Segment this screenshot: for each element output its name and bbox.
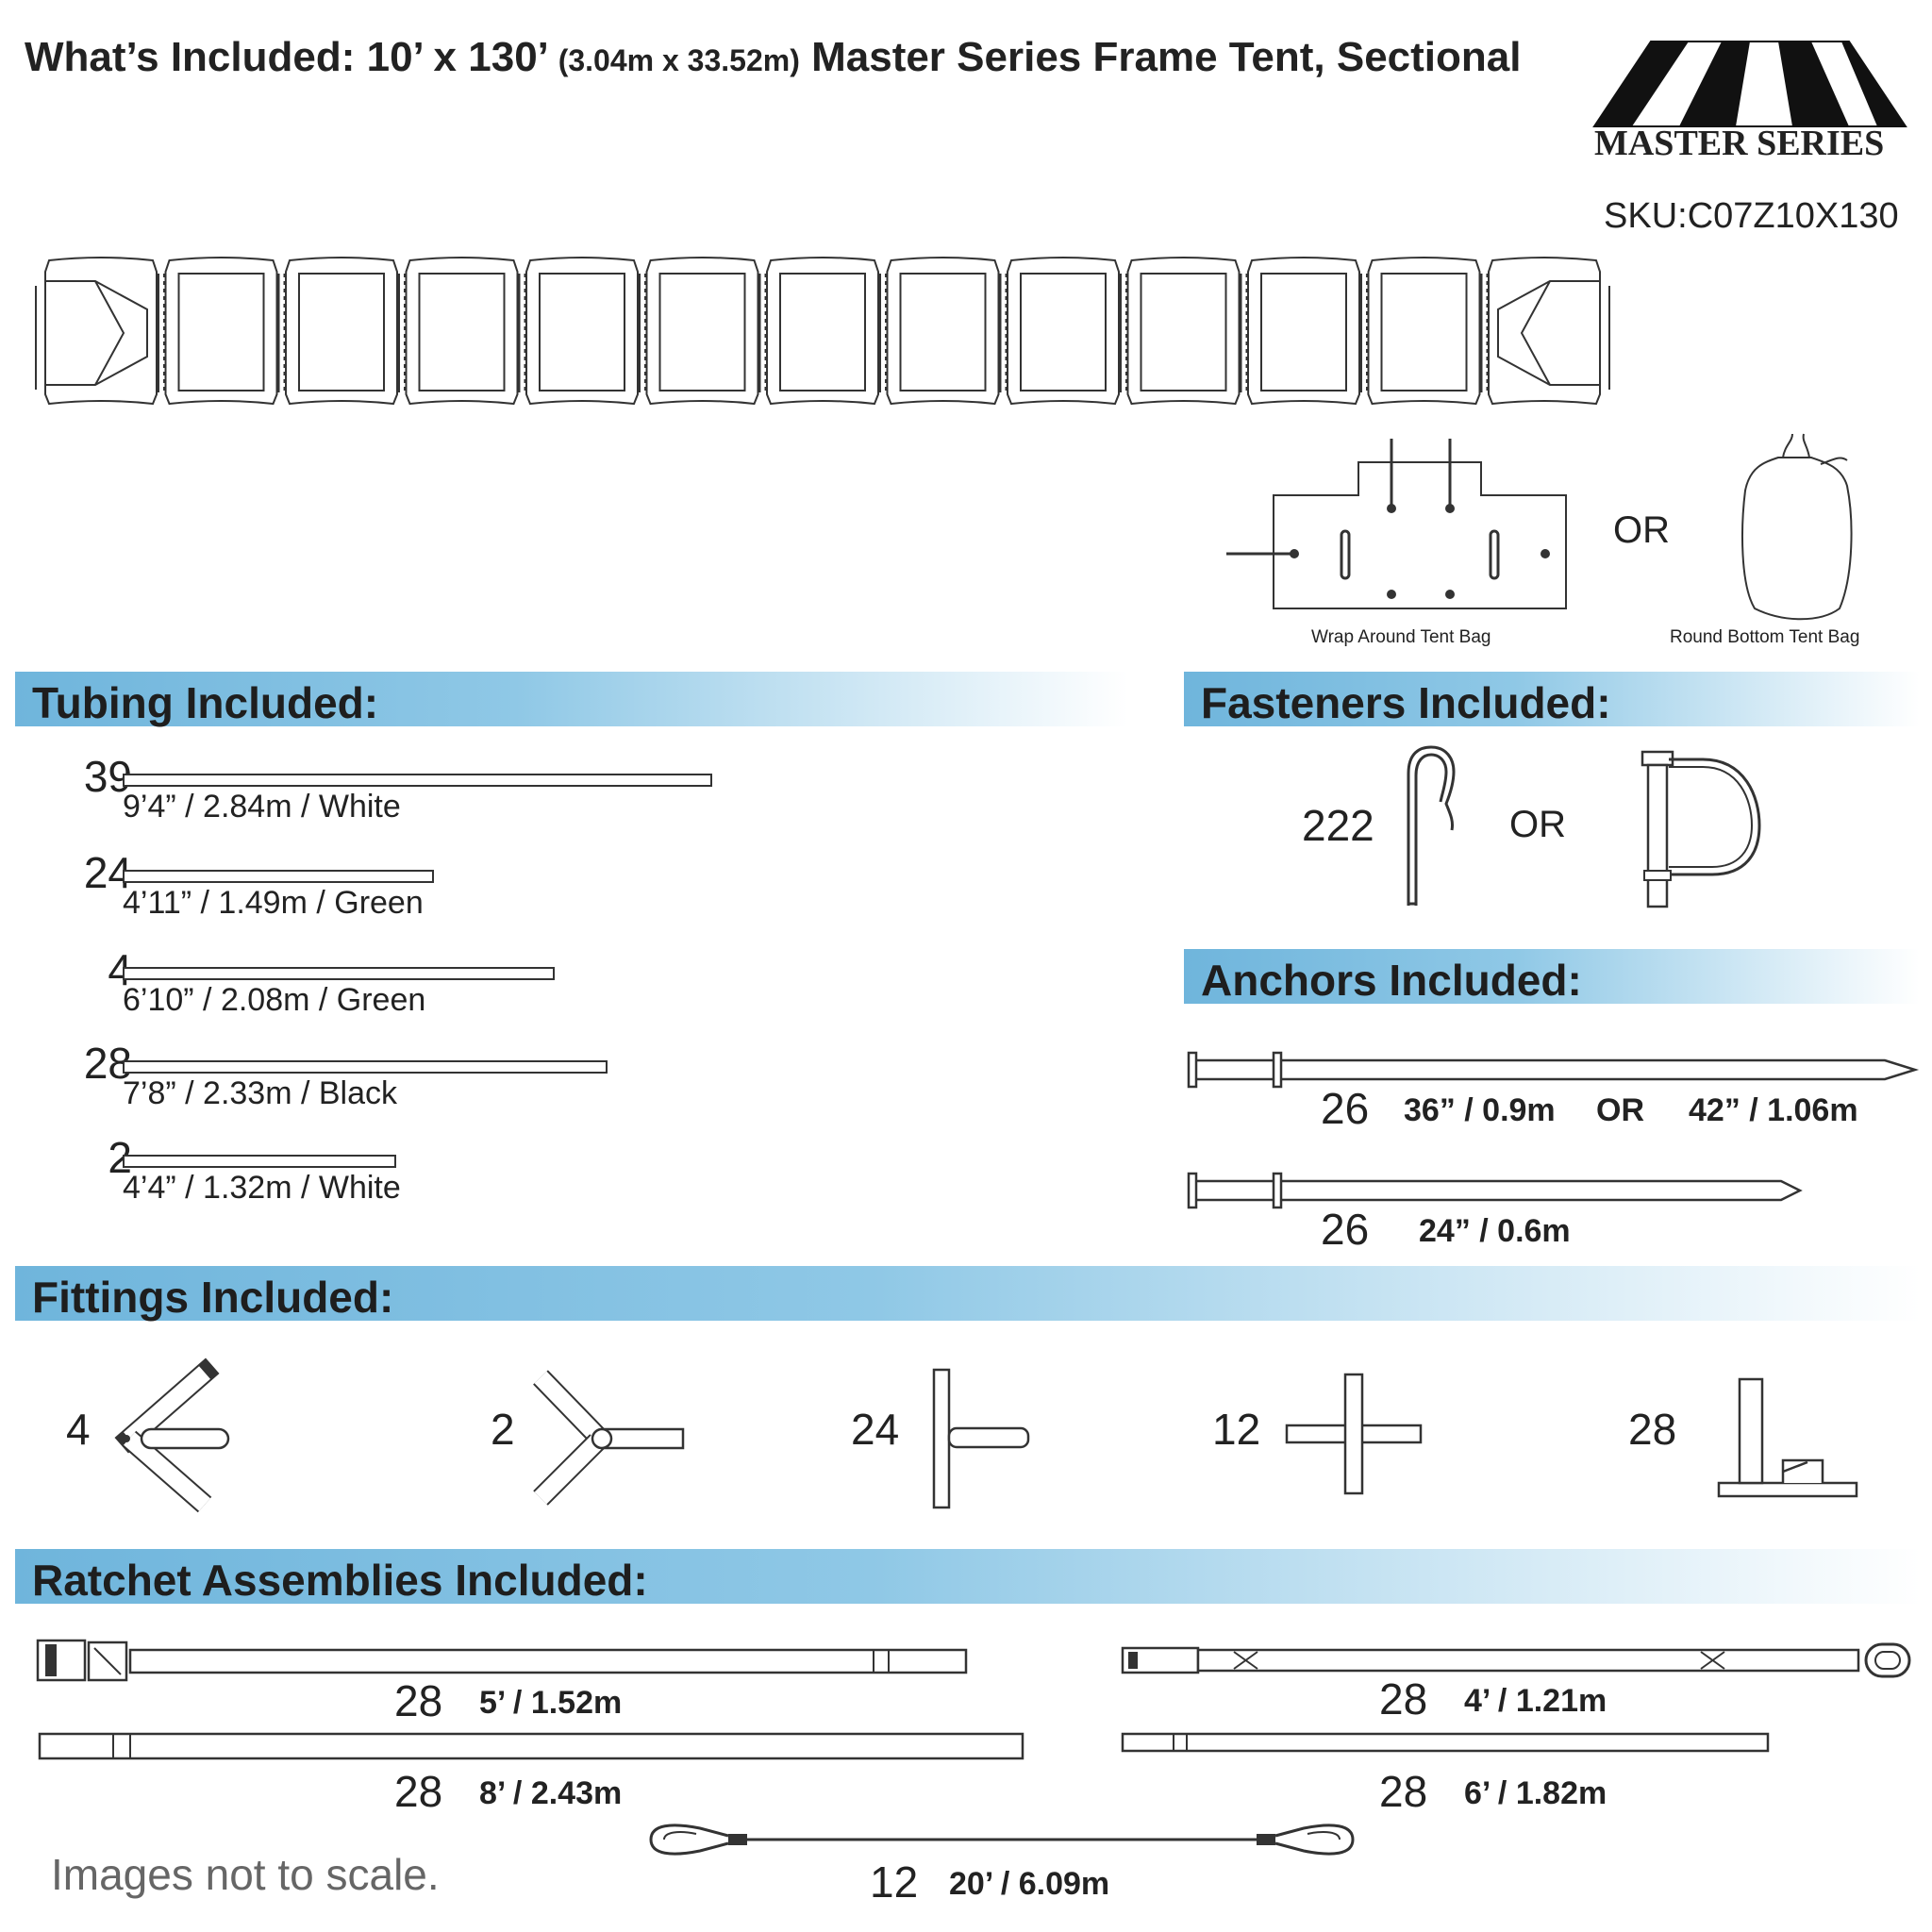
anchor-stake-long-icon — [1187, 1051, 1920, 1089]
fitting-qty-cross: 12 — [1212, 1405, 1261, 1454]
tent-sections-diagram — [35, 257, 1610, 406]
ratchet-strap-6ft-icon — [1121, 1732, 1770, 1753]
tubing-pole-icon — [123, 967, 555, 980]
tubing-heading: Tubing Included: — [32, 678, 379, 727]
fittings-heading: Fittings Included: — [32, 1273, 394, 1322]
title-metric: (3.04m x 33.52m) — [558, 43, 800, 77]
fitting-qty-base: 28 — [1628, 1405, 1677, 1454]
corner-fitting-icon — [114, 1357, 230, 1513]
anchor-long-size-a: 36” / 0.9m — [1404, 1092, 1556, 1128]
logo-text: MASTER SERIES — [1594, 124, 1885, 163]
anchor-long-or-label: OR — [1596, 1092, 1644, 1128]
anchors-heading-band: Anchors Included: — [1184, 949, 1920, 1005]
ratchet-8ft-qty: 28 — [394, 1767, 443, 1816]
tubing-qty: 39 — [83, 752, 132, 801]
tubing-pole-icon — [123, 774, 712, 787]
ratchet-strap-4ft-icon — [1121, 1642, 1911, 1678]
anchor-long-size-b: 42” / 1.06m — [1689, 1092, 1858, 1128]
anchor-short-qty: 26 — [1321, 1205, 1370, 1254]
ratchet-8ft-size: 8’ / 2.43m — [479, 1775, 623, 1811]
tubing-pole-icon — [123, 870, 434, 883]
tubing-label: 7’8” / 2.33m / Black — [123, 1075, 398, 1111]
ratchet-6ft-qty: 28 — [1379, 1767, 1428, 1816]
tubing-label: 6’10” / 2.08m / Green — [123, 982, 426, 1018]
ratchet-strap-8ft-icon — [38, 1732, 1024, 1760]
tubing-heading-band: Tubing Included: — [15, 672, 1128, 727]
tubing-pole-icon — [123, 1155, 396, 1168]
tubing-label: 9’4” / 2.84m / White — [123, 789, 401, 824]
not-to-scale-note: Images not to scale. — [51, 1850, 440, 1899]
ratchet-strap-5ft-icon — [36, 1639, 968, 1682]
fasteners-heading-band: Fasteners Included: — [1184, 672, 1920, 727]
fitting-qty-tee: 24 — [851, 1405, 900, 1454]
sku-label: SKU:C07Z10X130 — [1604, 196, 1899, 236]
ratchet-4ft-size: 4’ / 1.21m — [1464, 1683, 1607, 1719]
tubing-qty: 28 — [83, 1039, 132, 1088]
tubing-qty: 4 — [108, 945, 132, 994]
fittings-heading-band: Fittings Included: — [15, 1266, 1921, 1322]
tee-fitting-icon — [932, 1368, 1030, 1509]
tubing-label: 4’4” / 1.32m / White — [123, 1170, 401, 1206]
cable-assembly-20ft-icon — [649, 1824, 1355, 1856]
tubing-qty: 2 — [108, 1133, 132, 1182]
end-fitting-icon — [533, 1370, 685, 1506]
fastener-qty: 222 — [1302, 801, 1374, 850]
title-main: What’s Included: 10’ x 130’ — [25, 34, 547, 80]
fasteners-heading: Fasteners Included: — [1201, 678, 1611, 727]
base-plate-icon — [1717, 1377, 1858, 1498]
ratchet-5ft-size: 5’ / 1.52m — [479, 1685, 623, 1721]
tubing-qty: 24 — [83, 848, 132, 897]
anchor-short-size: 24” / 0.6m — [1419, 1213, 1571, 1249]
wrap-bag-caption: Wrap Around Tent Bag — [1311, 627, 1491, 647]
wrap-around-bag-icon — [1226, 439, 1567, 609]
title-rest: Master Series Frame Tent, Sectional — [811, 34, 1522, 80]
lynch-pin-icon — [1641, 750, 1761, 908]
ratchet-6ft-size: 6’ / 1.82m — [1464, 1775, 1607, 1811]
page-title: What’s Included: 10’ x 130’ (3.04m x 33.… — [25, 34, 1521, 81]
ratchet-4ft-qty: 28 — [1379, 1674, 1428, 1724]
fitting-qty-end: 2 — [491, 1405, 515, 1454]
fitting-qty-corner: 4 — [66, 1405, 91, 1454]
round-bottom-bag-icon — [1741, 433, 1853, 621]
tubing-pole-icon — [123, 1060, 608, 1074]
ratchets-heading-band: Ratchet Assemblies Included: — [15, 1549, 1921, 1605]
bag-or-label: OR — [1613, 509, 1670, 551]
round-bag-caption: Round Bottom Tent Bag — [1670, 627, 1860, 647]
tubing-label: 4’11” / 1.49m / Green — [123, 885, 424, 921]
cable-20ft-size: 20’ / 6.09m — [949, 1866, 1110, 1902]
ratchets-heading: Ratchet Assemblies Included: — [32, 1556, 648, 1605]
anchors-heading: Anchors Included: — [1201, 956, 1582, 1005]
cable-20ft-qty: 12 — [870, 1857, 919, 1907]
stake-hook-icon — [1407, 745, 1456, 906]
master-series-logo-icon — [1592, 41, 1907, 127]
cross-fitting-icon — [1285, 1373, 1423, 1495]
anchor-stake-short-icon — [1187, 1172, 1803, 1209]
fastener-or-label: OR — [1509, 804, 1566, 845]
ratchet-5ft-qty: 28 — [394, 1676, 443, 1725]
anchor-long-qty: 26 — [1321, 1084, 1370, 1133]
